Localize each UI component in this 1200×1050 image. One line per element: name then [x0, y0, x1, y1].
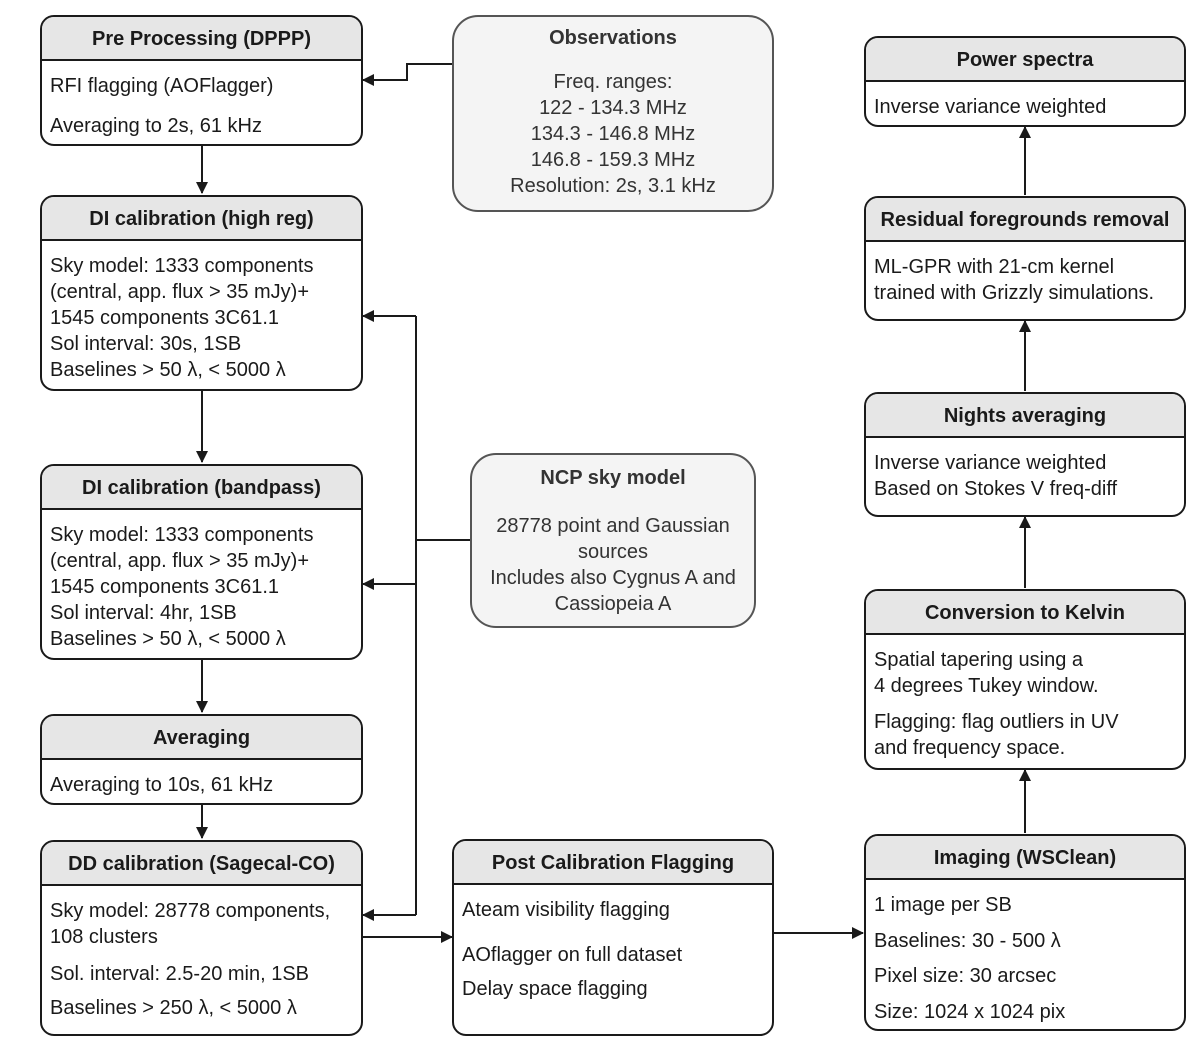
ncp-line: Cassiopeia A [554, 593, 672, 615]
di-high-line: Baselines > 50 λ, < 5000 λ [50, 359, 286, 381]
nights-box: Nights averaging Inverse variance weight… [864, 392, 1186, 517]
ncp-line: 28778 point and Gaussian [496, 515, 730, 537]
observations-line: 134.3 - 146.8 MHz [530, 123, 696, 145]
di-bandpass-line: Baselines > 50 λ, < 5000 λ [50, 628, 286, 650]
di-bandpass-title: DI calibration (bandpass) [42, 466, 361, 510]
di-high-line: (central, app. flux > 35 mJy)+ [50, 281, 310, 303]
averaging-title: Averaging [42, 716, 361, 760]
power-box: Power spectra Inverse variance weighted [864, 36, 1186, 127]
post-cal-line: Delay space flagging [462, 978, 648, 1000]
residual-line: ML-GPR with 21-cm kernel [874, 256, 1115, 278]
observations-line: Freq. ranges: [553, 71, 673, 93]
residual-title: Residual foregrounds removal [866, 198, 1184, 242]
imaging-line: Baselines: 30 - 500 λ [874, 930, 1061, 952]
di-bandpass-line: Sol interval: 4hr, 1SB [50, 602, 237, 624]
power-title: Power spectra [866, 38, 1184, 82]
ncp-line: Includes also Cygnus A and [490, 567, 736, 589]
nights-line: Based on Stokes V freq-diff [874, 478, 1118, 500]
nights-line: Inverse variance weighted [874, 452, 1107, 474]
di-bandpass-box: DI calibration (bandpass) Sky model: 133… [40, 464, 363, 660]
ncp-title: NCP sky model [540, 467, 686, 489]
imaging-line: Size: 1024 x 1024 pix [874, 1001, 1066, 1023]
averaging-line: Averaging to 10s, 61 kHz [50, 774, 274, 796]
preprocessing-box: Pre Processing (DPPP) RFI flagging (AOFl… [40, 15, 363, 146]
preprocessing-line: RFI flagging (AOFlagger) [50, 75, 274, 97]
ncp-sky-model-note: NCP sky model 28778 point and Gaussian s… [470, 453, 756, 628]
dd-cal-line: 108 clusters [50, 926, 158, 948]
kelvin-box: Conversion to Kelvin Spatial tapering us… [864, 589, 1186, 770]
kelvin-line: Spatial tapering using a [874, 649, 1084, 671]
di-bandpass-line: (central, app. flux > 35 mJy)+ [50, 550, 310, 572]
post-cal-title: Post Calibration Flagging [454, 841, 772, 885]
preprocessing-title: Pre Processing (DPPP) [42, 17, 361, 61]
dd-cal-line: Baselines > 250 λ, < 5000 λ [50, 997, 297, 1019]
imaging-title: Imaging (WSClean) [866, 836, 1184, 880]
kelvin-title: Conversion to Kelvin [866, 591, 1184, 635]
kelvin-line: 4 degrees Tukey window. [874, 675, 1099, 697]
observations-title: Observations [549, 27, 677, 49]
averaging-box: Averaging Averaging to 10s, 61 kHz [40, 714, 363, 805]
dd-cal-box: DD calibration (Sagecal-CO) Sky model: 2… [40, 840, 363, 1036]
arrow-observations-to-preprocessing [362, 63, 452, 86]
residual-line: trained with Grizzly simulations. [874, 282, 1155, 304]
kelvin-line: Flagging: flag outliers in UV [874, 711, 1119, 733]
di-high-box: DI calibration (high reg) Sky model: 133… [40, 195, 363, 391]
observations-line: Resolution: 2s, 3.1 kHz [510, 175, 716, 197]
observations-line: 146.8 - 159.3 MHz [530, 149, 696, 171]
di-bandpass-line: 1545 components 3C61.1 [50, 576, 280, 598]
di-high-line: Sol interval: 30s, 1SB [50, 333, 242, 355]
observations-line: 122 - 134.3 MHz [539, 97, 687, 119]
imaging-line: 1 image per SB [874, 894, 1012, 916]
imaging-box: Imaging (WSClean) 1 image per SB Baselin… [864, 834, 1186, 1031]
observations-note: Observations Freq. ranges: 122 - 134.3 M… [452, 15, 774, 212]
dd-cal-line: Sky model: 28778 components, [50, 900, 331, 922]
di-high-title: DI calibration (high reg) [42, 197, 361, 241]
post-cal-line: AOflagger on full dataset [462, 944, 683, 966]
kelvin-line: and frequency space. [874, 737, 1066, 759]
post-cal-box: Post Calibration Flagging Ateam visibili… [452, 839, 774, 1036]
residual-box: Residual foregrounds removal ML-GPR with… [864, 196, 1186, 321]
dd-cal-line: Sol. interval: 2.5-20 min, 1SB [50, 963, 310, 985]
di-high-line: Sky model: 1333 components [50, 255, 314, 277]
nights-title: Nights averaging [866, 394, 1184, 438]
imaging-line: Pixel size: 30 arcsec [874, 965, 1057, 987]
dd-cal-title: DD calibration (Sagecal-CO) [42, 842, 361, 886]
post-cal-line: Ateam visibility flagging [462, 899, 670, 921]
preprocessing-line: Averaging to 2s, 61 kHz [50, 115, 262, 137]
di-bandpass-line: Sky model: 1333 components [50, 524, 314, 546]
power-line: Inverse variance weighted [874, 96, 1107, 118]
di-high-line: 1545 components 3C61.1 [50, 307, 280, 329]
ncp-line: sources [577, 541, 649, 563]
